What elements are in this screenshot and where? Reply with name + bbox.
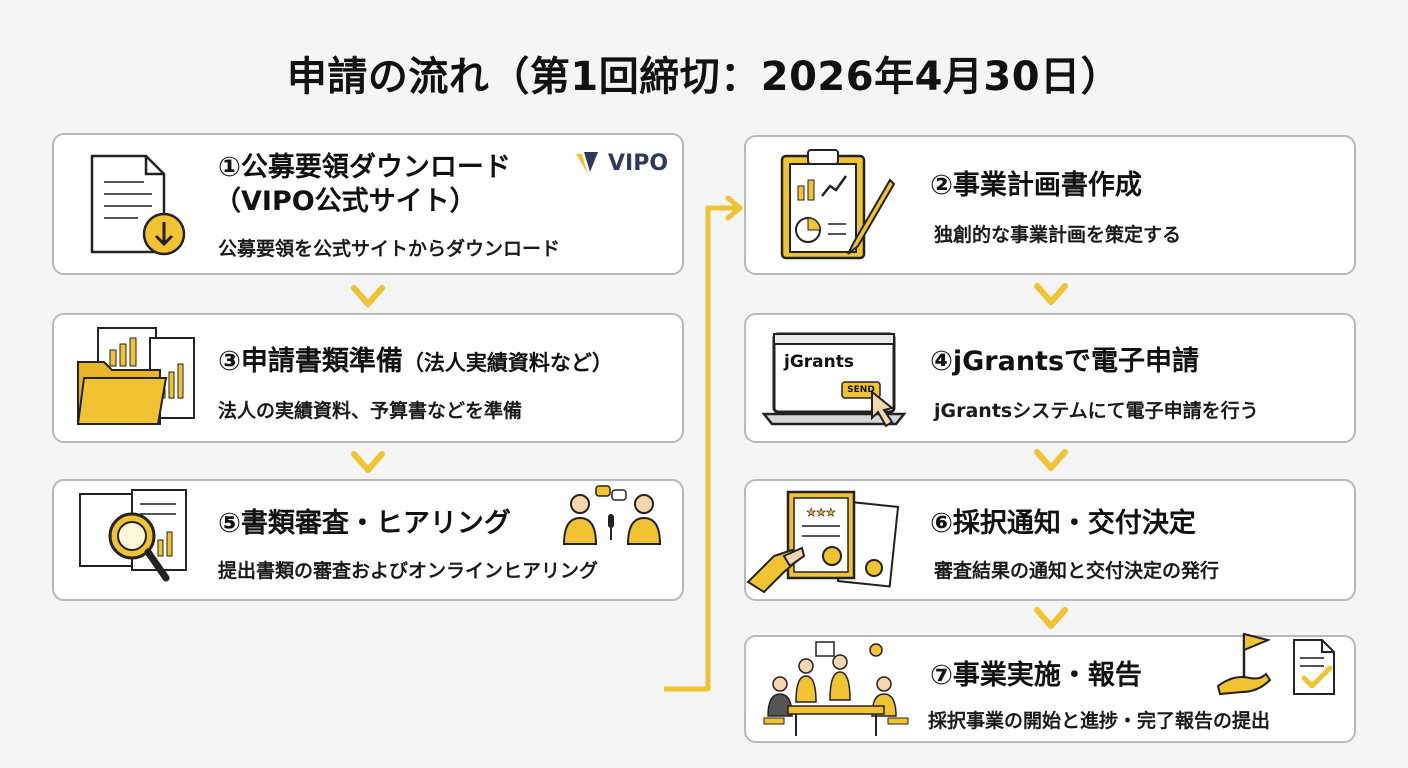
arrow-down-icon	[351, 451, 385, 473]
step-6-desc: 審査結果の通知と交付決定の発行	[934, 560, 1220, 582]
vipo-logo: VIPO	[574, 150, 668, 176]
clipboard-chart-pencil-icon	[780, 149, 896, 260]
step-2-desc: 独創的な事業計画を策定する	[934, 224, 1182, 246]
arrow-down-icon	[1034, 607, 1068, 629]
vipo-logo-text: VIPO	[608, 150, 669, 176]
flag-hand-icon	[1216, 632, 1272, 696]
vipo-logo-icon	[576, 152, 598, 174]
step-1-title-line2: （VIPO公式サイト）	[214, 186, 477, 217]
folder-documents-icon	[76, 327, 195, 425]
step-5-title: ⑤書類審査・ヒアリング	[218, 508, 511, 539]
certificate-icon: ★★★	[746, 490, 900, 594]
step-7-title: ⑦事業実施・報告	[930, 660, 1142, 691]
step-2-title: ②事業計画書作成	[930, 170, 1142, 201]
step-1-title: ①公募要領ダウンロード	[218, 152, 511, 183]
step-3-desc: 法人の実績資料、予算書などを準備	[218, 400, 523, 422]
step-3-title: ③申請書類準備（法人実績資料など）	[218, 346, 613, 377]
laptop-jgrants-label: jGrants	[784, 352, 854, 372]
team-meeting-icon	[763, 641, 909, 736]
step-6-title: ⑥採択通知・交付決定	[930, 508, 1196, 539]
step-4-title: ④jGrantsで電子申請	[930, 346, 1200, 377]
step-7-desc: 採択事業の開始と進捗・完了報告の提出	[928, 710, 1271, 732]
laptop-icon	[762, 332, 907, 428]
laptop-send-button: SEND	[847, 385, 875, 395]
flow-connector	[664, 196, 743, 692]
arrow-down-icon	[1034, 449, 1068, 471]
step-4-desc: jGrantsシステムにて電子申請を行う	[934, 400, 1259, 422]
step-5-desc: 提出書類の審査およびオンラインヒアリング	[218, 560, 599, 582]
magnifier-documents-icon	[79, 489, 187, 582]
arrow-down-icon	[351, 285, 385, 307]
online-hearing-people-icon	[562, 485, 662, 545]
laptop-jgrants-icon: jGrants SEND	[762, 330, 912, 430]
document-check-icon	[1293, 639, 1335, 695]
document-download-icon	[90, 154, 186, 256]
svg-text:★★★: ★★★	[806, 506, 836, 519]
page-title: 申請の流れ（第1回締切：2026年4月30日）	[286, 54, 1122, 100]
step-1-desc: 公募要領を公式サイトからダウンロード	[218, 238, 561, 260]
arrow-down-icon	[1034, 283, 1068, 305]
